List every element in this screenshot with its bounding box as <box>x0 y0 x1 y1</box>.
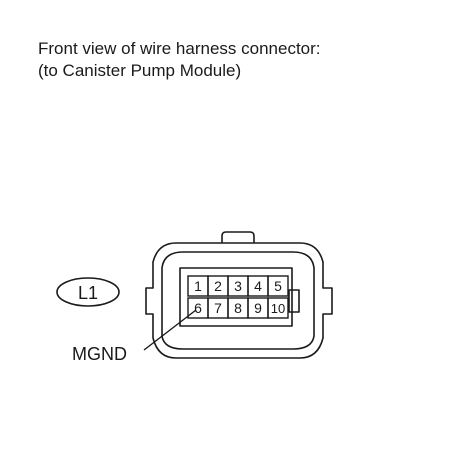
pin-cell <box>267 275 289 297</box>
title-block: Front view of wire harness connector: (t… <box>38 38 321 82</box>
connector-code-oval <box>56 277 120 307</box>
connector-housing <box>145 231 333 359</box>
terminal-frame <box>179 267 293 327</box>
mgnd-callout: MGND <box>72 309 197 364</box>
terminal-grid <box>187 275 289 319</box>
housing-outer <box>145 242 333 359</box>
connector-code-label: L1 <box>78 283 98 303</box>
connector-code-badge: L1 <box>56 277 120 307</box>
title-line-2: (to Canister Pump Module) <box>38 61 242 80</box>
pin-label-4: 4 <box>254 278 262 294</box>
pin-cell <box>267 297 289 319</box>
pin-label-7: 7 <box>214 300 222 316</box>
pin-label-6: 6 <box>194 300 202 316</box>
title-line-1: Front view of wire harness connector: <box>38 39 321 58</box>
pin-labels: 1 2 3 4 5 6 7 8 9 10 <box>194 278 285 316</box>
pin-label-3: 3 <box>234 278 242 294</box>
housing-side-tab <box>288 289 300 313</box>
housing-inner <box>161 251 315 350</box>
callout-label: MGND <box>72 344 127 364</box>
pin-label-9: 9 <box>254 300 262 316</box>
pin-label-5: 5 <box>274 278 282 294</box>
pin-label-2: 2 <box>214 278 222 294</box>
housing-latch <box>221 231 255 243</box>
pin-label-8: 8 <box>234 300 242 316</box>
pin-label-10: 10 <box>271 301 285 316</box>
callout-leader-line <box>143 309 197 351</box>
pin-label-1: 1 <box>194 278 202 294</box>
